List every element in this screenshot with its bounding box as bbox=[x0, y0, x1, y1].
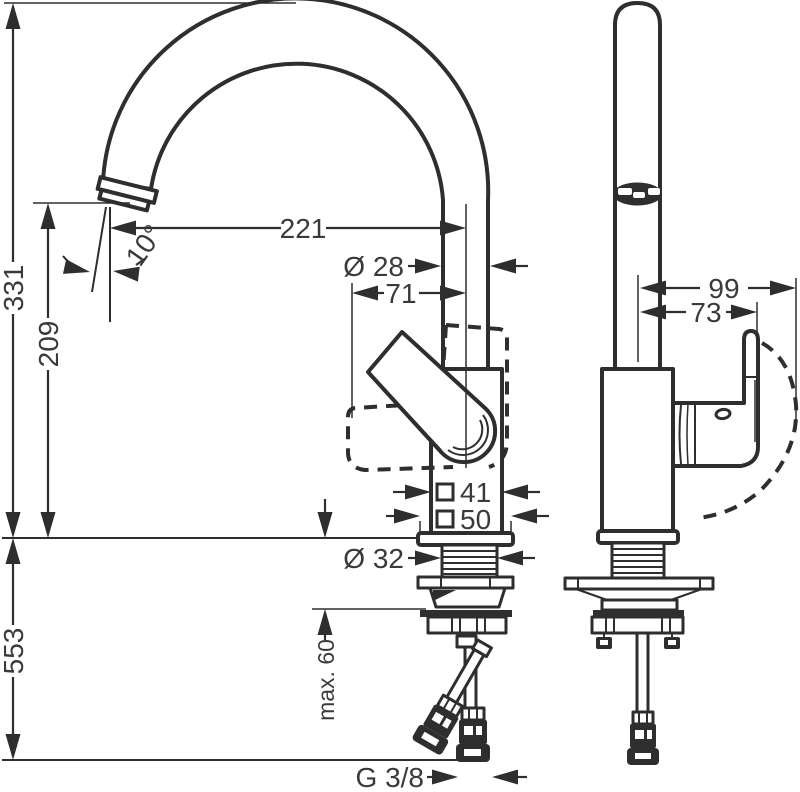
dim-label: 331 bbox=[0, 265, 29, 312]
dim-body-square bbox=[393, 484, 540, 500]
aerator-slot bbox=[648, 188, 660, 195]
handle-indicator-dot bbox=[714, 407, 732, 421]
dim-total-height: 331 bbox=[0, 3, 29, 538]
clamp-band-front bbox=[593, 610, 684, 617]
handle-neck-line bbox=[686, 403, 689, 466]
dim-supply-thread: G 3/8 bbox=[356, 762, 527, 792]
dim-label: max. 60 bbox=[313, 639, 339, 721]
body-square-value: 41 bbox=[460, 477, 491, 508]
dim-below-deck-height: 553 bbox=[0, 538, 29, 760]
washer-plate bbox=[416, 575, 515, 590]
spacer-front bbox=[600, 598, 679, 612]
base-square-value: 50 bbox=[460, 504, 491, 535]
dim-handle-to-center: 71 bbox=[352, 278, 466, 309]
clamp-band bbox=[420, 610, 512, 617]
base-flange-front bbox=[596, 529, 680, 545]
spray-angle-line bbox=[91, 206, 107, 293]
mounting-nut bbox=[426, 615, 508, 635]
side-view: 41 50 bbox=[95, 0, 515, 762]
faucet-body-front bbox=[600, 367, 675, 533]
spout-arc bbox=[101, 0, 491, 371]
mounting-nut-lines bbox=[451, 618, 486, 632]
square-symbol bbox=[435, 509, 455, 529]
dim-handle-reach: 73 bbox=[640, 297, 757, 328]
bolt-nut-slot bbox=[668, 640, 676, 645]
dim-label: 553 bbox=[0, 628, 29, 675]
aerator-slot bbox=[618, 188, 632, 195]
handle-swivel-dashed bbox=[697, 341, 799, 520]
supply-hose-angled bbox=[412, 638, 493, 755]
dim-label: Ø 28 bbox=[343, 251, 404, 282]
base-flange bbox=[416, 531, 515, 547]
dim-swivel-reach: 99 bbox=[640, 273, 796, 304]
dim-max-deck-thickness: max. 60 bbox=[313, 499, 339, 721]
dim-label: 99 bbox=[708, 273, 739, 304]
dim-label: 71 bbox=[385, 278, 416, 309]
dim-label: 73 bbox=[690, 297, 721, 328]
aerator-slot bbox=[633, 192, 645, 198]
thread-lines bbox=[613, 548, 663, 574]
handle-edge-line bbox=[452, 419, 484, 451]
dim-pipe-diameter: Ø 28 bbox=[343, 251, 528, 282]
dim-label: 221 bbox=[280, 213, 327, 244]
dimensions: 331 209 553 221 Ø 28 bbox=[0, 3, 796, 792]
spout-tip bbox=[95, 175, 159, 213]
handle-front bbox=[671, 329, 760, 468]
dim-spout-height: 209 bbox=[33, 203, 64, 538]
stabilizer-notch bbox=[433, 590, 456, 601]
dim-shank-diameter: Ø 32 bbox=[343, 543, 535, 574]
dim-spout-reach: 221 bbox=[110, 213, 466, 244]
dim-label: 209 bbox=[33, 321, 64, 368]
bracket-lines bbox=[605, 618, 671, 632]
bolt-nut-slot bbox=[600, 640, 608, 645]
stabilizer-plate-front bbox=[563, 576, 715, 591]
handle-neck-line bbox=[678, 404, 682, 465]
reference-lines bbox=[2, 2, 797, 761]
front-view bbox=[563, 1, 799, 765]
dim-label: Ø 32 bbox=[343, 543, 404, 574]
thread-lines bbox=[443, 550, 496, 575]
supply-hose-front bbox=[627, 631, 659, 765]
handle-edge-line bbox=[447, 414, 489, 456]
handle-position-up-dashed bbox=[441, 324, 448, 371]
handle-edge-line bbox=[372, 376, 442, 451]
square-symbol bbox=[435, 482, 455, 502]
handle-lever bbox=[366, 330, 498, 465]
handle-position-up-dashed bbox=[445, 323, 509, 469]
dim-base-square bbox=[386, 508, 549, 524]
dim-label: G 3/8 bbox=[356, 762, 424, 792]
